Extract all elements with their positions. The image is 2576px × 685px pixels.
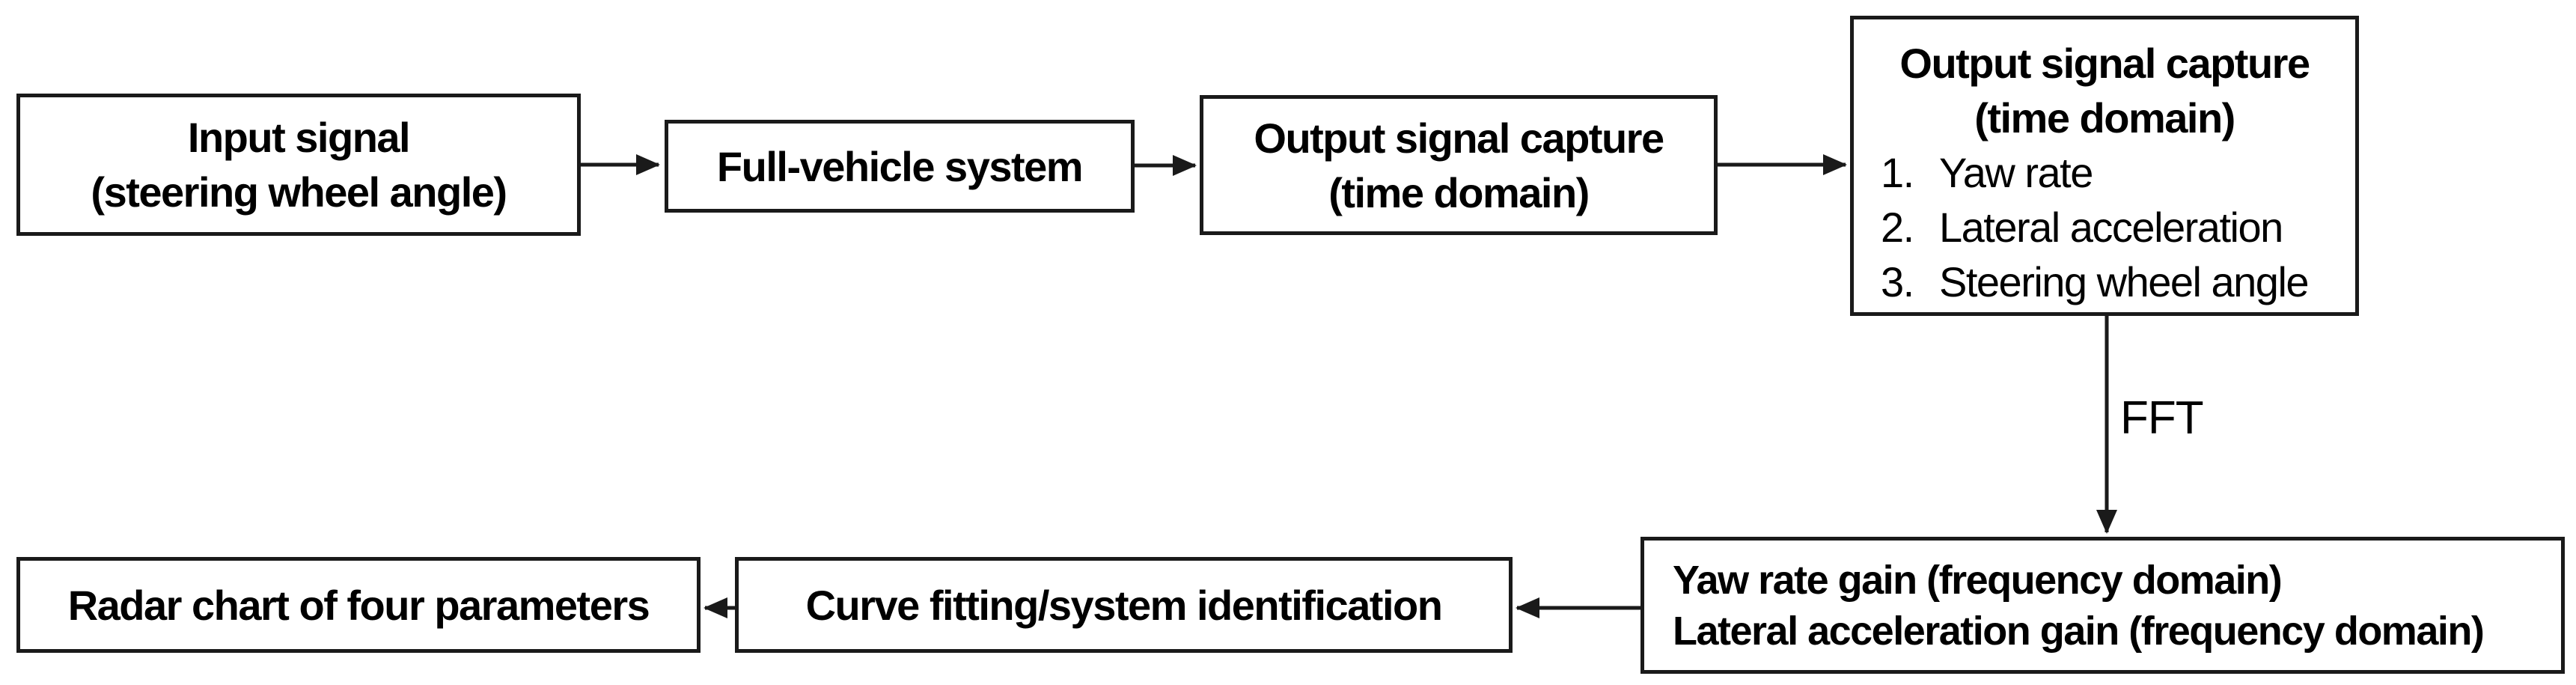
yaw-rate-gain-line: Yaw rate gain (frequency domain) [1673, 557, 2283, 603]
input-signal-box: Input signal (steering wheel angle) [16, 94, 581, 236]
input-signal-line2: (steering wheel angle) [91, 168, 507, 216]
captured-signal-list: 1. Yaw rate 2. Lateral acceleration 3. S… [1854, 145, 2355, 309]
list-item-text: Steering wheel angle [1939, 258, 2310, 305]
list-item-lateral-acceleration: 2. Lateral acceleration [1881, 200, 2355, 255]
list-item-number: 3. [1881, 258, 1914, 305]
list-item-text: Yaw rate [1939, 149, 2093, 196]
radar-chart-box: Radar chart of four parameters [16, 557, 701, 653]
output-capture-line1: Output signal capture [1254, 114, 1664, 162]
output-capture-list-title-line1: Output signal capture [1899, 40, 2310, 87]
curve-fitting-label: Curve fitting/system identification [805, 581, 1443, 629]
curve-fitting-box: Curve fitting/system identification [735, 557, 1513, 653]
output-signal-capture-box: Output signal capture (time domain) [1200, 95, 1718, 235]
list-item-number: 1. [1881, 149, 1914, 196]
frequency-gains-box: Yaw rate gain (frequency domain) Lateral… [1640, 537, 2565, 674]
output-capture-list-title-line2: (time domain) [1974, 94, 2235, 141]
radar-chart-label: Radar chart of four parameters [67, 581, 650, 629]
input-signal-line1: Input signal [187, 114, 411, 161]
list-item-number: 2. [1881, 204, 1914, 251]
fft-arrow-label: FFT [2120, 392, 2204, 444]
full-vehicle-system-box: Full-vehicle system [665, 120, 1135, 213]
list-item-steering-wheel-angle: 3. Steering wheel angle [1881, 255, 2355, 309]
lateral-acceleration-gain-line: Lateral acceleration gain (frequency dom… [1673, 608, 2485, 654]
list-item-yaw-rate: 1. Yaw rate [1881, 145, 2355, 200]
list-item-text: Lateral acceleration [1939, 204, 2283, 251]
output-signal-capture-list-box: Output signal capture (time domain) 1. Y… [1850, 16, 2359, 316]
full-vehicle-system-label: Full-vehicle system [716, 142, 1084, 190]
output-capture-line2: (time domain) [1328, 168, 1590, 216]
